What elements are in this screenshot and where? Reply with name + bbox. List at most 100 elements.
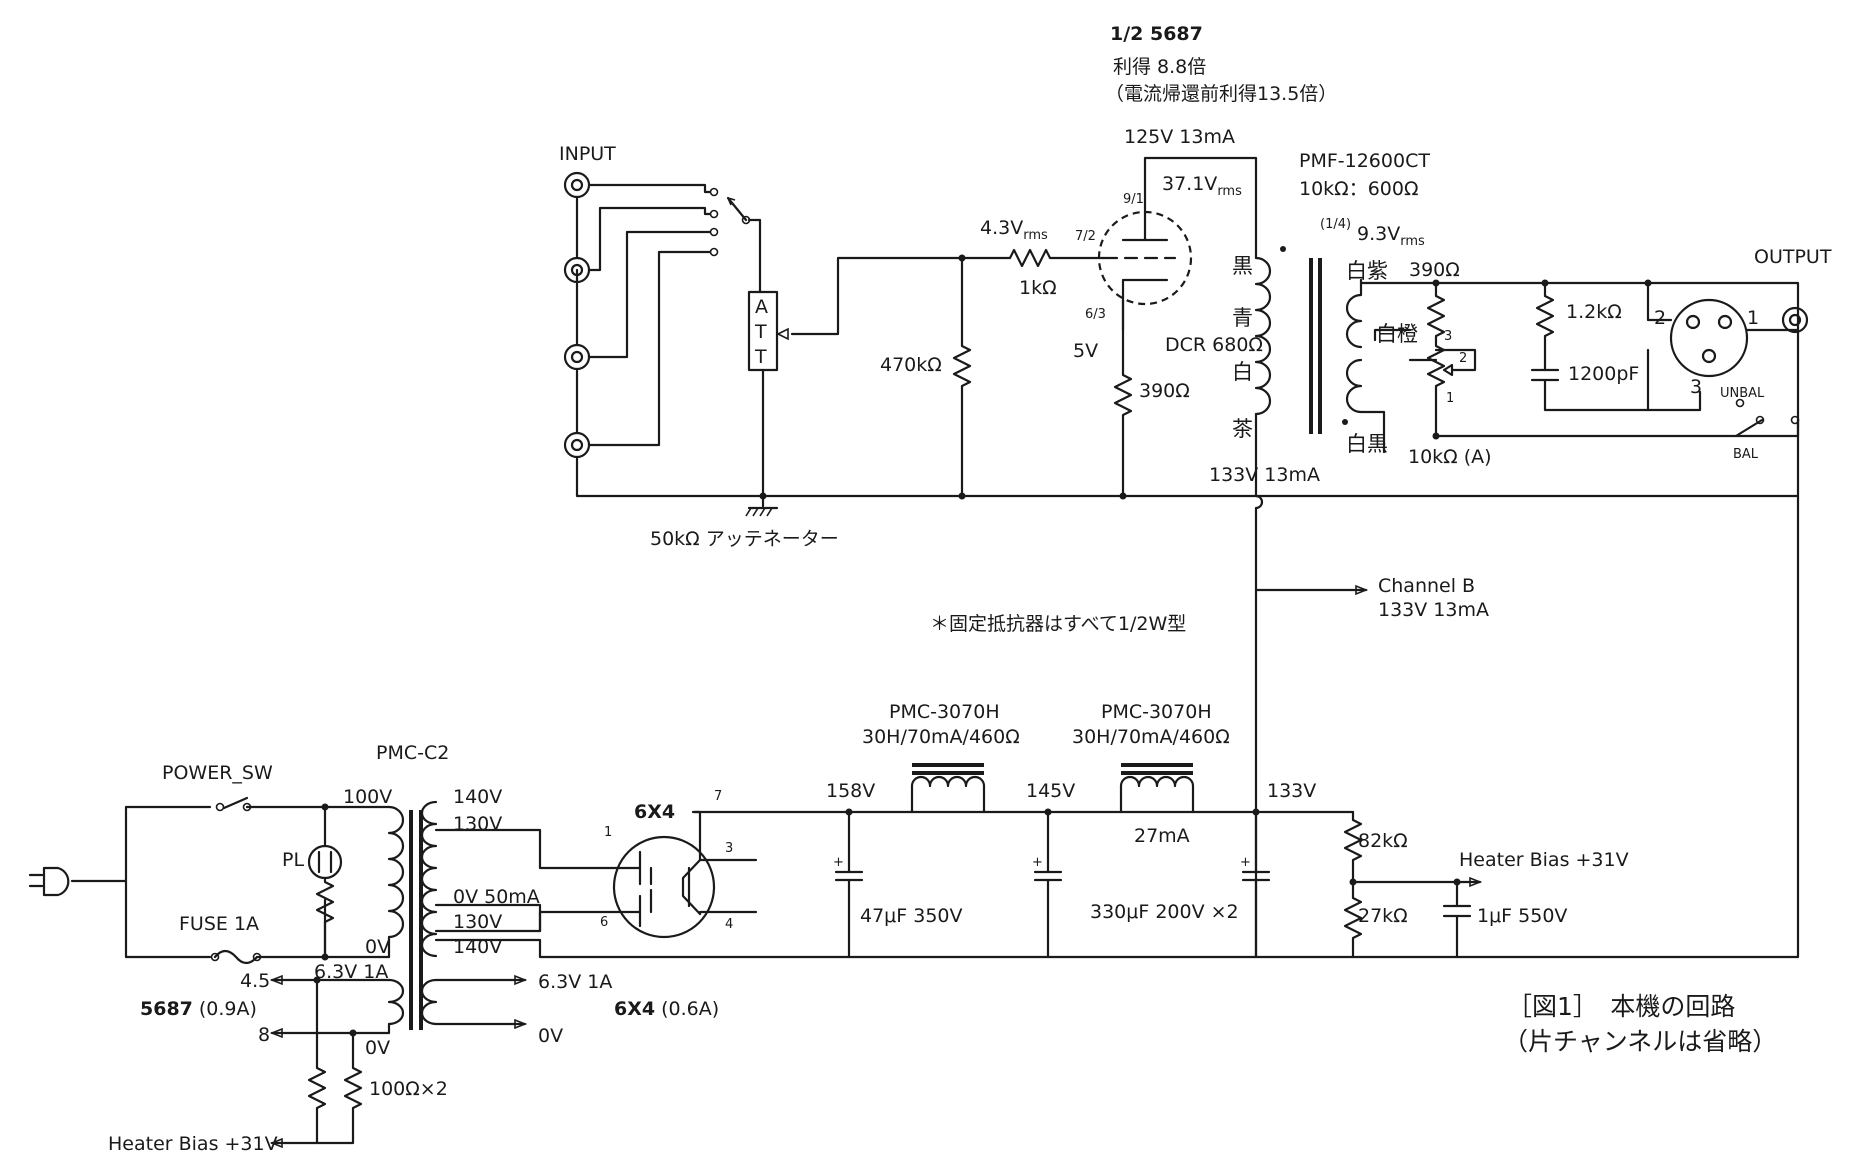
svg-text:+: + bbox=[833, 855, 844, 870]
rect-pin4: 4 bbox=[725, 917, 733, 932]
pin-grid: 7/2 bbox=[1075, 229, 1096, 244]
wire-att-wiper bbox=[790, 256, 964, 336]
heater-bias-r2 bbox=[270, 1031, 363, 1145]
pt-sec-140a: 140V bbox=[453, 786, 502, 808]
unbal-label: UNBAL bbox=[1720, 386, 1765, 401]
xlr-pin2: 2 bbox=[1654, 307, 1666, 329]
power-switch-label: POWER_SW bbox=[162, 762, 273, 784]
heater-63-out: 6.3V 1A bbox=[538, 971, 612, 993]
choke2-model: PMC-3070H bbox=[1101, 701, 1212, 723]
caption-title: ［図1］ 本機の回路 bbox=[1507, 992, 1735, 1021]
rect-pin1: 1 bbox=[604, 825, 612, 840]
v3-label: 133V bbox=[1267, 780, 1316, 802]
heater-0: 0V bbox=[365, 1037, 390, 1059]
svg-text:+: + bbox=[1240, 855, 1251, 870]
cathode-resistor-label: 390Ω bbox=[1139, 380, 1190, 402]
rect-pin7: 7 bbox=[714, 789, 722, 804]
heater-63: 6.3V 1A bbox=[314, 961, 388, 983]
att-char-t1: T bbox=[754, 321, 767, 343]
resistor-note: ＊固定抵抗器はすべて1/2W型 bbox=[930, 613, 1186, 635]
choke-1 bbox=[910, 775, 986, 814]
ac-plug bbox=[28, 866, 70, 897]
rectifier-6x4[interactable] bbox=[612, 835, 716, 939]
resistor-390-cathode bbox=[1113, 298, 1133, 498]
heater-r-label: 100Ω×2 bbox=[369, 1078, 448, 1100]
pt-secondary-hv bbox=[420, 800, 438, 958]
v2-label: 145V bbox=[1026, 780, 1075, 802]
fuse-label: FUSE 1A bbox=[179, 913, 259, 935]
opt-primary-coil bbox=[1254, 256, 1272, 416]
pin-cathode: 6/3 bbox=[1085, 307, 1106, 322]
pt-pri-100: 100V bbox=[343, 786, 392, 808]
pot-pin3: 3 bbox=[1444, 329, 1452, 344]
rectifier-label: 6X4 bbox=[634, 801, 675, 823]
channel-b: Channel B 133V 13mA bbox=[1254, 575, 1489, 621]
input-section: INPUT A T T 50kΩ アッテネーター bbox=[559, 143, 1800, 550]
opt-core bbox=[1309, 258, 1322, 434]
resistor-470k bbox=[952, 256, 972, 498]
pri-blue: 青 bbox=[1232, 306, 1253, 330]
b-plus-line bbox=[1254, 438, 1264, 959]
pt-pri-0: 0V bbox=[365, 936, 390, 958]
att-char-a: A bbox=[755, 296, 768, 318]
grid-resistor-label: 1kΩ bbox=[1019, 277, 1057, 299]
wire-input-2 bbox=[575, 206, 712, 284]
heater-bias-r1 bbox=[307, 978, 327, 1145]
choke1-spec: 30H/70mA/460Ω bbox=[862, 726, 1020, 748]
wire-input-3 bbox=[587, 230, 712, 359]
output-stage: 390Ω 3 2 1 10kΩ (A) 1.2kΩ 1200pF 2 1 3 O… bbox=[1359, 246, 1832, 498]
pilot-label: PL bbox=[282, 849, 304, 871]
resistor-390-out bbox=[1426, 281, 1446, 342]
figure-caption: ［図1］ 本機の回路 （片チャンネルは省略） bbox=[1503, 992, 1777, 1056]
pt-secondary-heater bbox=[420, 978, 438, 1026]
pri-brown: 茶 bbox=[1232, 417, 1253, 441]
input-signal: 4.3Vrms bbox=[980, 217, 1048, 243]
bal-switch[interactable] bbox=[1734, 418, 1764, 438]
r-27k-label: 27kΩ bbox=[1358, 905, 1408, 927]
pri-black: 黒 bbox=[1232, 254, 1253, 278]
ground-bus bbox=[575, 195, 1800, 498]
channel-b-label: Channel B bbox=[1378, 575, 1475, 597]
pt-sec-130a: 130V bbox=[453, 813, 502, 835]
r-12k-label: 1.2kΩ bbox=[1566, 301, 1622, 323]
plate-voltage: 125V 13mA bbox=[1124, 126, 1235, 148]
input-jack-3 bbox=[563, 343, 591, 371]
heater-bias-label: Heater Bias +31V bbox=[1459, 849, 1629, 871]
opt-secondary-lower bbox=[1345, 358, 1363, 414]
opt-ratio: 10kΩ：600Ω bbox=[1299, 178, 1418, 200]
output-jack[interactable] bbox=[1781, 306, 1809, 334]
capacitor-330uf-a bbox=[1033, 810, 1063, 959]
heater-5687: 5687(0.9A) bbox=[140, 998, 257, 1020]
power-switch[interactable] bbox=[222, 796, 249, 810]
pt-primary-coil bbox=[387, 805, 405, 959]
fuse bbox=[213, 949, 259, 965]
opt-dcr: DCR 680Ω bbox=[1165, 334, 1263, 356]
v1-label: 158V bbox=[826, 780, 875, 802]
c-1u-label: 1μF 550V bbox=[1477, 905, 1567, 927]
sec-purple: 白紫 bbox=[1346, 259, 1388, 283]
xlr-connector[interactable] bbox=[1669, 298, 1749, 378]
opt-b-voltage: 133V 13mA bbox=[1209, 464, 1320, 486]
heater-45: 4.5 bbox=[240, 970, 270, 992]
xlr-pin3: 3 bbox=[1690, 376, 1702, 398]
pot-10k[interactable] bbox=[1426, 338, 1446, 432]
input-jack-4 bbox=[563, 431, 591, 459]
resistor-1k2 bbox=[1535, 281, 1555, 372]
attenuator-desc: 50kΩ アッテネーター bbox=[650, 528, 839, 550]
c-1200-label: 1200pF bbox=[1568, 363, 1639, 385]
tube-gain-note: （電流帰還前利得13.5倍） bbox=[1105, 83, 1337, 105]
output-transformer: PMF-12600CT 10kΩ：600Ω (1/4) 9.3Vrms 黒 青 … bbox=[1165, 150, 1430, 959]
input-label: INPUT bbox=[559, 143, 616, 165]
resistor-1k bbox=[960, 248, 1105, 268]
heater-6x4: 6X4(0.6A) bbox=[614, 998, 719, 1020]
pri-white: 白 bbox=[1232, 360, 1253, 384]
r-390-label: 390Ω bbox=[1409, 259, 1460, 281]
heater-0-out: 0V bbox=[538, 1025, 563, 1047]
c1-label: 47μF 350V bbox=[860, 905, 963, 927]
pot-pin2: 2 bbox=[1459, 351, 1467, 366]
grid-leak-label: 470kΩ bbox=[880, 354, 942, 376]
pt-sec-140b: 140V bbox=[453, 936, 502, 958]
wire-selector-att bbox=[747, 218, 762, 294]
choke1-model: PMC-3070H bbox=[889, 701, 1000, 723]
